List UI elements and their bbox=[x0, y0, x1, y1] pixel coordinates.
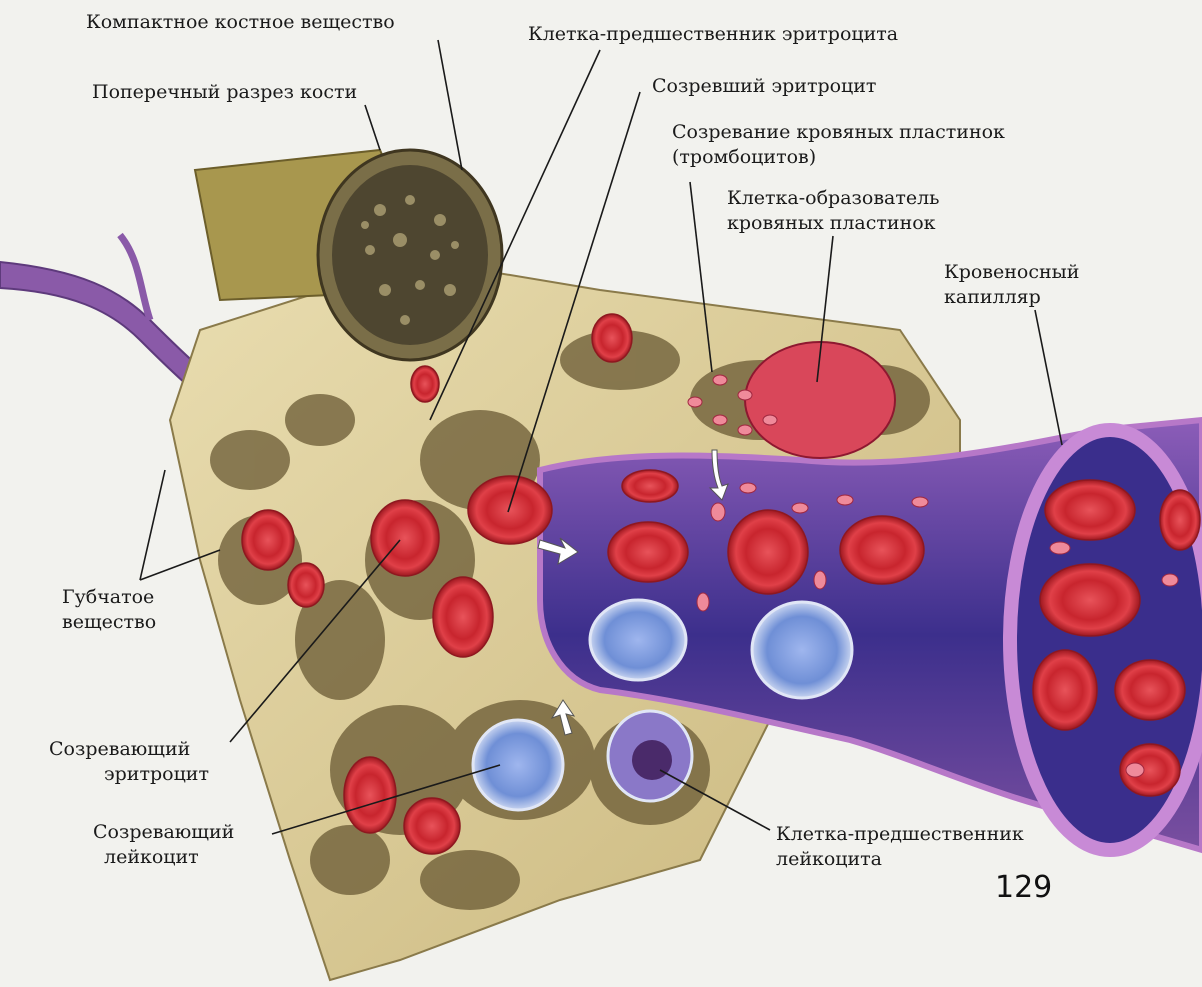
label-mature-rbc: Созревший эритроцит bbox=[652, 74, 876, 98]
label-compact-bone: Компактное костное вещество bbox=[86, 10, 395, 34]
label-spongy-2: вещество bbox=[62, 610, 156, 634]
label-maturing-rbc-2: эритроцит bbox=[104, 762, 209, 786]
label-maturing-rbc-1: Созревающий bbox=[49, 737, 190, 761]
label-rbc-precursor: Клетка-предшественник эритроцита bbox=[528, 22, 898, 46]
page-number: 129 bbox=[995, 870, 1052, 905]
label-bone-cross-section: Поперечный разрез кости bbox=[92, 80, 357, 104]
label-wbc-precursor-2: лейкоцита bbox=[776, 847, 882, 871]
label-platelet-maturation-2: (тромбоцитов) bbox=[672, 145, 816, 169]
label-capillary-1: Кровеносный bbox=[944, 260, 1079, 284]
label-maturing-wbc-2: лейкоцит bbox=[104, 845, 199, 869]
label-maturing-wbc-1: Созревающий bbox=[93, 820, 234, 844]
label-platelet-maturation-1: Созревание кровяных пластинок bbox=[672, 120, 1005, 144]
label-capillary-2: капилляр bbox=[944, 285, 1041, 309]
label-wbc-precursor-1: Клетка-предшественник bbox=[776, 822, 1024, 846]
label-spongy-1: Губчатое bbox=[62, 585, 154, 609]
label-megakaryocyte-1: Клетка-образователь bbox=[727, 186, 940, 210]
label-megakaryocyte-2: кровяных пластинок bbox=[727, 211, 936, 235]
